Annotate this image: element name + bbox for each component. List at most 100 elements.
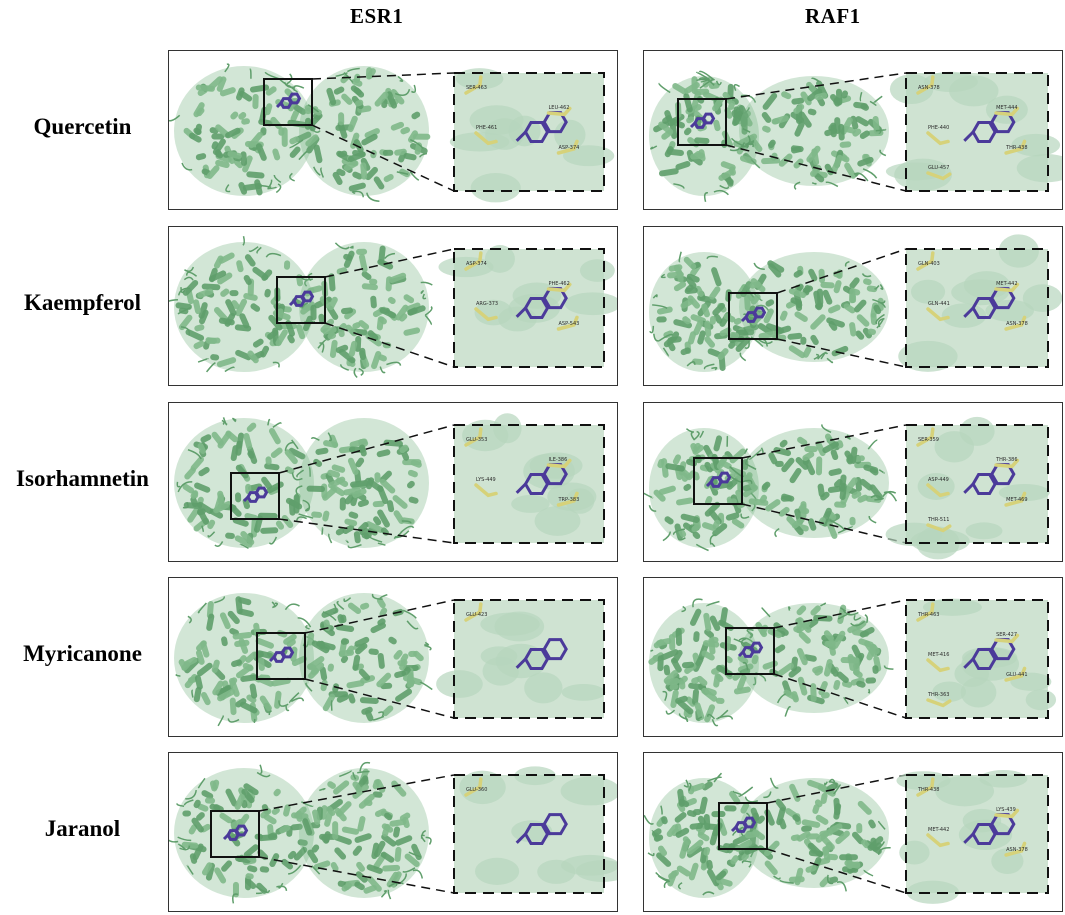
row-label-myricanone: Myricanone (23, 641, 142, 666)
selection-box (718, 802, 768, 850)
residue-thr-438 (1004, 139, 1027, 155)
zoom-box (905, 774, 1049, 894)
helix-shadow (899, 840, 930, 865)
zoom-connector-top (766, 774, 907, 804)
helix-shadow (898, 340, 958, 372)
residue-thr-463 (916, 602, 935, 622)
zoom-connector-bottom (766, 848, 907, 894)
zoom-connector-bottom (258, 856, 455, 894)
helix-shadow (958, 819, 1013, 850)
panel-esr1-jaranol: GLU-360 (168, 752, 618, 912)
helix-shadow (470, 173, 521, 203)
residue-phe-462 (546, 282, 572, 293)
selection-box (728, 292, 778, 340)
protein-structure-right-lobe (299, 761, 432, 900)
protein-structure-right-lobe (289, 66, 431, 203)
zoom-connector-top (776, 248, 907, 294)
ligand-binding-pose (515, 638, 568, 671)
protein-structure-left-lobe (648, 598, 767, 727)
helix-shadow (1025, 689, 1057, 711)
column-title-raf1: RAF1 (805, 4, 861, 28)
residue-asn-378 (916, 75, 935, 95)
helix-shadow (932, 681, 967, 702)
helix-shadow (563, 145, 615, 167)
protein-structure-left-lobe (644, 772, 759, 898)
ligand-overview (242, 486, 269, 503)
residue-trp-383 (556, 491, 579, 507)
helix-shadow (894, 158, 952, 191)
residue-label: PHE-462 (549, 281, 570, 287)
residue-label: THR-438 (1005, 145, 1027, 151)
zoom-box (453, 248, 605, 368)
residue-label: MET-442 (928, 827, 949, 833)
residue-label: TRP-383 (558, 497, 580, 503)
zoom-connector-bottom (324, 322, 455, 368)
helix-shadow (889, 74, 934, 105)
residue-label: THR-386 (995, 457, 1017, 463)
helix-shadow (910, 279, 946, 304)
residue-lys-449 (474, 483, 498, 498)
residue-asp-449 (926, 483, 950, 498)
helix-shadow (459, 770, 506, 805)
helix-shadow (922, 598, 982, 616)
residue-thr-511 (926, 523, 952, 533)
residue-label: LEU-462 (549, 105, 570, 111)
residue-label: GLN-403 (918, 261, 940, 267)
residue-label: SER-359 (918, 437, 939, 443)
residue-label: MET-444 (996, 105, 1017, 111)
protein-structure-left-lobe (169, 63, 321, 196)
residue-met-444 (994, 106, 1020, 117)
zoom-connector-bottom (773, 673, 907, 719)
residue-thr-438 (916, 777, 935, 797)
residue-label: LYS-439 (996, 807, 1016, 813)
helix-shadow (493, 413, 522, 444)
residue-label: ASP-374 (466, 261, 487, 267)
protein-structure-right-lobe (291, 418, 429, 549)
residue-label: THR-363 (927, 692, 949, 698)
zoom-connector-top (258, 774, 455, 812)
residue-gln-441 (926, 307, 950, 322)
residue-label: MET-469 (1006, 497, 1027, 503)
residue-label: ILE-386 (549, 457, 568, 463)
zoom-box (905, 424, 1049, 544)
residue-label: PHE-461 (476, 125, 497, 131)
helix-shadow (480, 612, 540, 636)
residue-label: ASP-449 (928, 477, 949, 483)
residue-ser-427 (994, 633, 1020, 644)
residue-label: ASN-378 (1006, 321, 1028, 327)
residue-arg-373 (474, 307, 498, 322)
residue-asp-374 (464, 251, 483, 271)
helix-shadow (965, 522, 1003, 540)
ligand-overview (222, 824, 249, 841)
residue-gln-403 (916, 251, 935, 271)
residue-glu-353 (464, 427, 483, 447)
protein-structure-left-lobe (649, 70, 761, 203)
residue-label: ARG-373 (476, 301, 498, 307)
residue-label: THR-438 (917, 787, 939, 793)
helix-shadow (534, 506, 581, 536)
row-label-jaranol: Jaranol (44, 816, 121, 841)
residue-leu-462 (546, 106, 572, 117)
residue-met-469 (1004, 491, 1027, 507)
residue-ser-359 (916, 427, 935, 447)
ligand-overview (268, 646, 295, 663)
helix-shadow (474, 299, 513, 326)
residue-met-442 (994, 282, 1020, 293)
zoom-box (905, 599, 1049, 719)
residue-label: GLU-353 (466, 437, 487, 443)
zoom-connector-top (324, 248, 455, 278)
residue-phe-440 (926, 131, 950, 146)
helix-shadow (906, 880, 960, 904)
zoom-connector-top (304, 599, 455, 634)
row-label-quercetin: Quercetin (33, 114, 132, 139)
residue-asn-378 (1004, 315, 1027, 331)
residue-ile-386 (546, 458, 572, 469)
residue-label: MET-416 (928, 652, 949, 658)
zoom-box (453, 424, 605, 544)
residue-label: ASP-374 (559, 145, 580, 151)
